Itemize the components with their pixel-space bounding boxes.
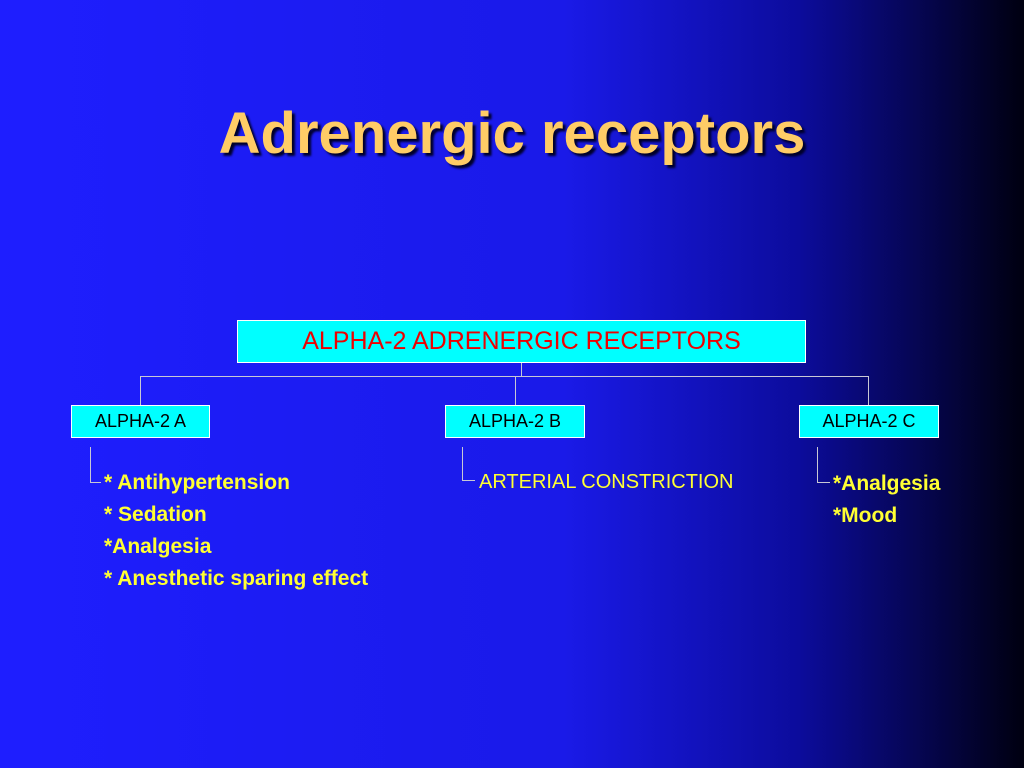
effects-list-alpha-2c: *Analgesia *Mood — [833, 468, 940, 532]
effect-item: *Analgesia — [833, 472, 941, 495]
bracket-alpha-2a — [90, 447, 101, 483]
effect-item: * Antihypertension — [104, 471, 290, 494]
effect-item: *Analgesia — [104, 535, 212, 558]
effect-item: * Sedation — [104, 503, 207, 526]
effect-item: *Mood — [833, 504, 898, 527]
effect-item: ARTERIAL CONSTRICTION — [479, 471, 734, 493]
connector-drop-b — [515, 376, 516, 405]
root-node: ALPHA-2 ADRENERGIC RECEPTORS — [237, 320, 806, 363]
effects-list-alpha-2a: * Antihypertension * Sedation *Analgesia… — [104, 467, 368, 595]
child-node-alpha-2c: ALPHA-2 C — [799, 405, 939, 438]
effect-item: * Anesthetic sparing effect — [104, 567, 369, 590]
bracket-alpha-2b — [462, 447, 475, 481]
page-title: Adrenergic receptors — [218, 101, 806, 166]
connector-horizontal — [140, 376, 869, 377]
connector-drop-a — [140, 376, 141, 405]
bracket-alpha-2c — [817, 447, 830, 483]
child-node-alpha-2b: ALPHA-2 B — [445, 405, 585, 438]
child-node-alpha-2a: ALPHA-2 A — [71, 405, 210, 438]
connector-drop-c — [868, 376, 869, 405]
connector-root-stem — [521, 363, 522, 376]
effects-list-alpha-2b: ARTERIAL CONSTRICTION — [479, 466, 733, 498]
